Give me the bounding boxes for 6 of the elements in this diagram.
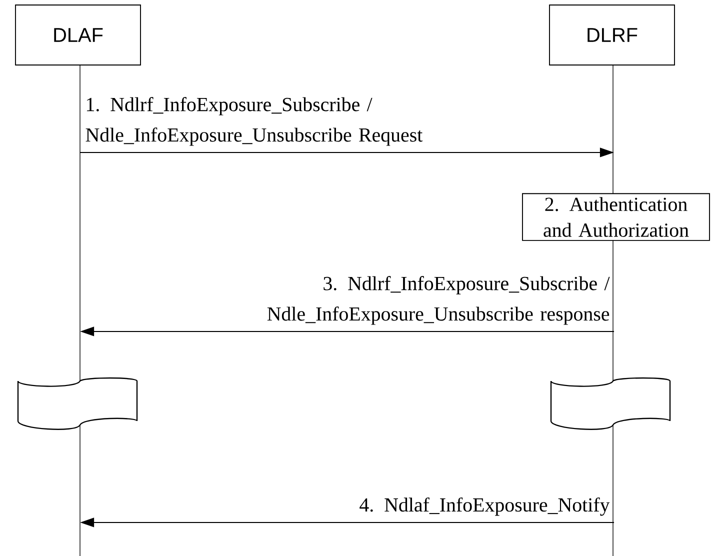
edge-label: 1. Ndlrf_InfoExposure_Subscribe / Ndle_InfoExposure_Unsubscribe Request — [86, 97, 423, 146]
process-box: 2. Authentication and Authorization — [522, 193, 710, 241]
edge-label: 3. Ndlrf_InfoExposure_Subscribe / Ndle_InfoExposure_Unsubscribe response — [267, 276, 610, 325]
edge-label: 4. Ndlaf_InfoExposure_Notify — [360, 497, 610, 516]
lifeline-box: DLRF — [549, 4, 675, 66]
lifeline-box: DLAF — [15, 4, 141, 66]
